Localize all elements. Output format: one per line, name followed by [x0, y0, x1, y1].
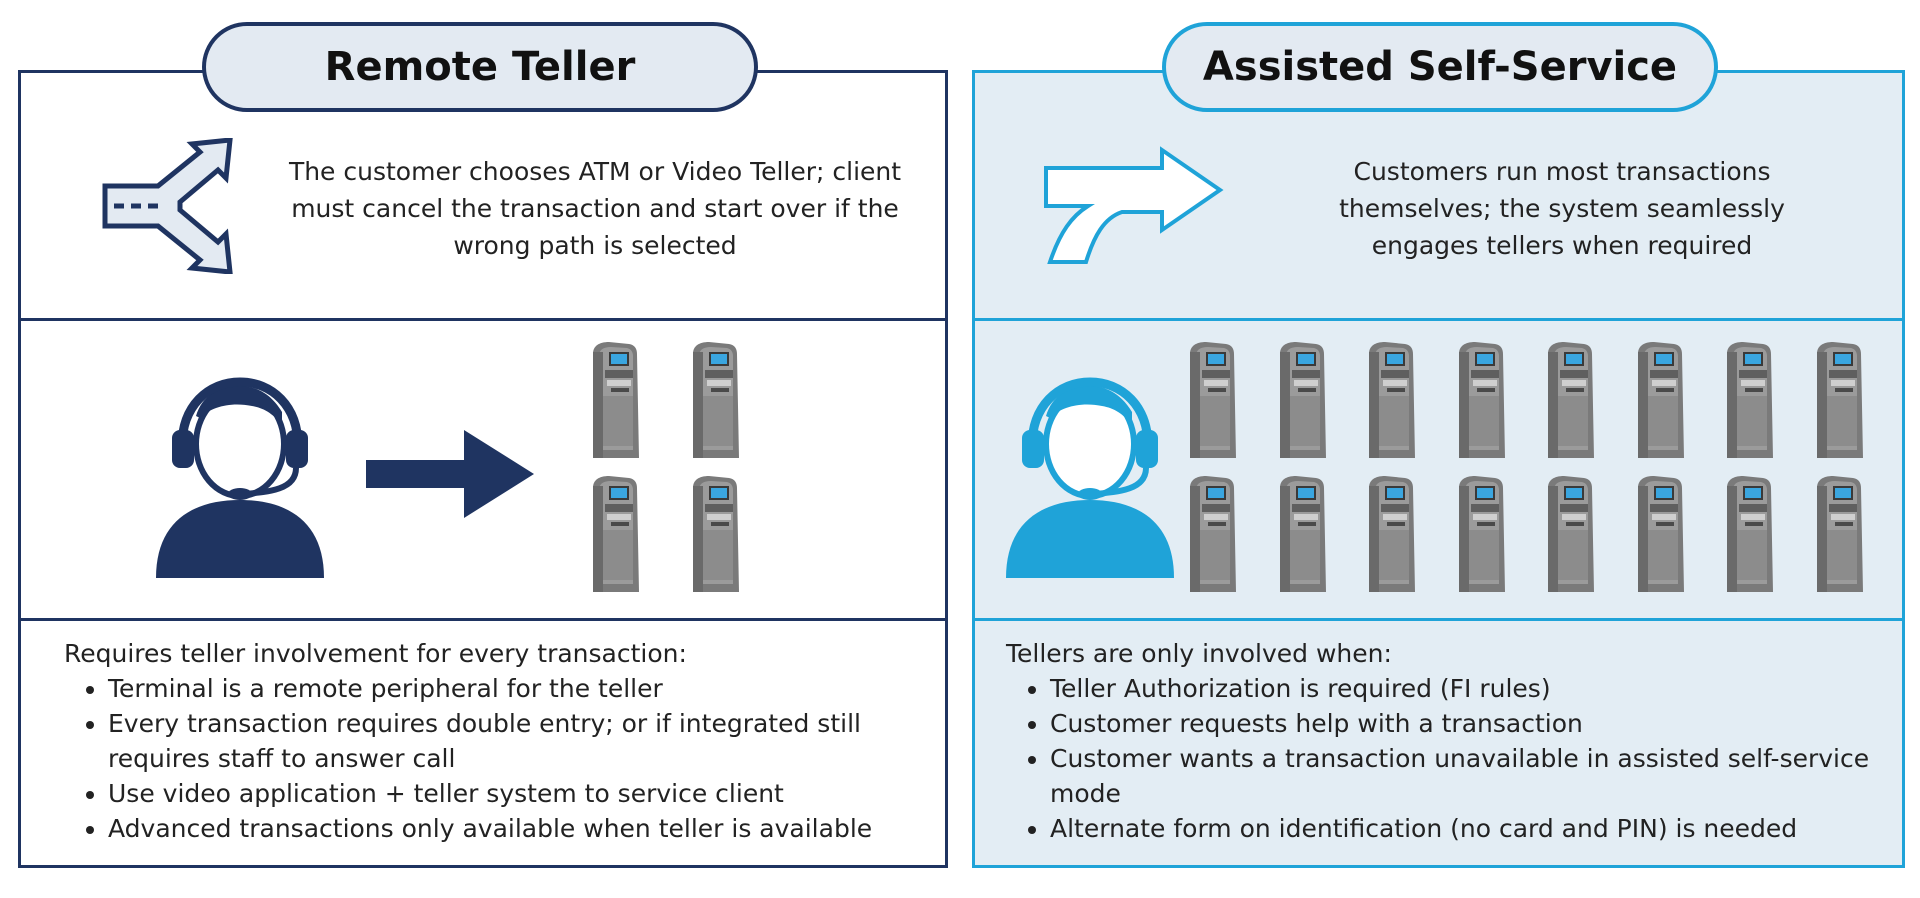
- panel-divider: [21, 318, 945, 321]
- atm-kiosk-icon: [1540, 474, 1598, 598]
- list-item: Use video application + teller system to…: [108, 776, 924, 811]
- conditions-list: Teller Authorization is required (FI rul…: [1006, 671, 1886, 846]
- right-arrow-icon: [366, 430, 534, 518]
- list-item: Customer wants a transaction unavailable…: [1050, 741, 1886, 811]
- remote-teller-title: Remote Teller: [202, 22, 758, 112]
- atm-kiosk-icon: [1451, 474, 1509, 598]
- atm-kiosk-icon: [1182, 340, 1240, 464]
- atm-kiosk-icon: [1182, 474, 1240, 598]
- panel-divider: [21, 618, 945, 621]
- atm-kiosk-icon: [685, 474, 743, 598]
- atm-kiosk-icon: [1630, 340, 1688, 464]
- list-item: Teller Authorization is required (FI rul…: [1050, 671, 1886, 706]
- atm-kiosk-icon: [1451, 340, 1509, 464]
- headset-agent-icon: [156, 377, 324, 578]
- panel-divider: [975, 318, 1902, 321]
- atm-kiosk-icon: [1361, 474, 1419, 598]
- assisted-self-service-title: Assisted Self-Service: [1162, 22, 1718, 112]
- curved-arrow-icon: [1044, 146, 1224, 264]
- list-item: Alternate form on identification (no car…: [1050, 811, 1886, 846]
- atm-kiosk-icon: [685, 340, 743, 464]
- atm-kiosk-icon: [1272, 474, 1330, 598]
- remote-teller-requirements: Requires teller involvement for every tr…: [64, 636, 924, 846]
- atm-kiosk-icon: [1361, 340, 1419, 464]
- list-item: Every transaction requires double entry;…: [108, 706, 924, 776]
- conditions-intro: Tellers are only involved when:: [1006, 639, 1392, 668]
- atm-kiosk-icon: [1719, 474, 1777, 598]
- requirements-intro: Requires teller involvement for every tr…: [64, 639, 687, 668]
- atm-kiosk-icon: [1540, 340, 1598, 464]
- atm-group: [1182, 340, 1882, 600]
- remote-teller-description: The customer chooses ATM or Video Teller…: [288, 157, 902, 260]
- assisted-self-service-description: Customers run most transactions themselv…: [1339, 157, 1785, 260]
- panel-divider: [975, 618, 1902, 621]
- atm-kiosk-icon: [1272, 340, 1330, 464]
- list-item: Terminal is a remote peripheral for the …: [108, 671, 924, 706]
- list-item: Customer requests help with a transactio…: [1050, 706, 1886, 741]
- headset-agent-icon: [1006, 377, 1174, 578]
- atm-group: [585, 340, 745, 600]
- atm-kiosk-icon: [1809, 340, 1867, 464]
- atm-kiosk-icon: [585, 340, 643, 464]
- atm-kiosk-icon: [1630, 474, 1688, 598]
- atm-kiosk-icon: [585, 474, 643, 598]
- atm-kiosk-icon: [1719, 340, 1777, 464]
- atm-kiosk-icon: [1809, 474, 1867, 598]
- fork-arrow-icon: [102, 138, 233, 274]
- requirements-list: Terminal is a remote peripheral for the …: [64, 671, 924, 846]
- assisted-self-service-conditions: Tellers are only involved when: Teller A…: [1006, 636, 1886, 846]
- list-item: Advanced transactions only available whe…: [108, 811, 924, 846]
